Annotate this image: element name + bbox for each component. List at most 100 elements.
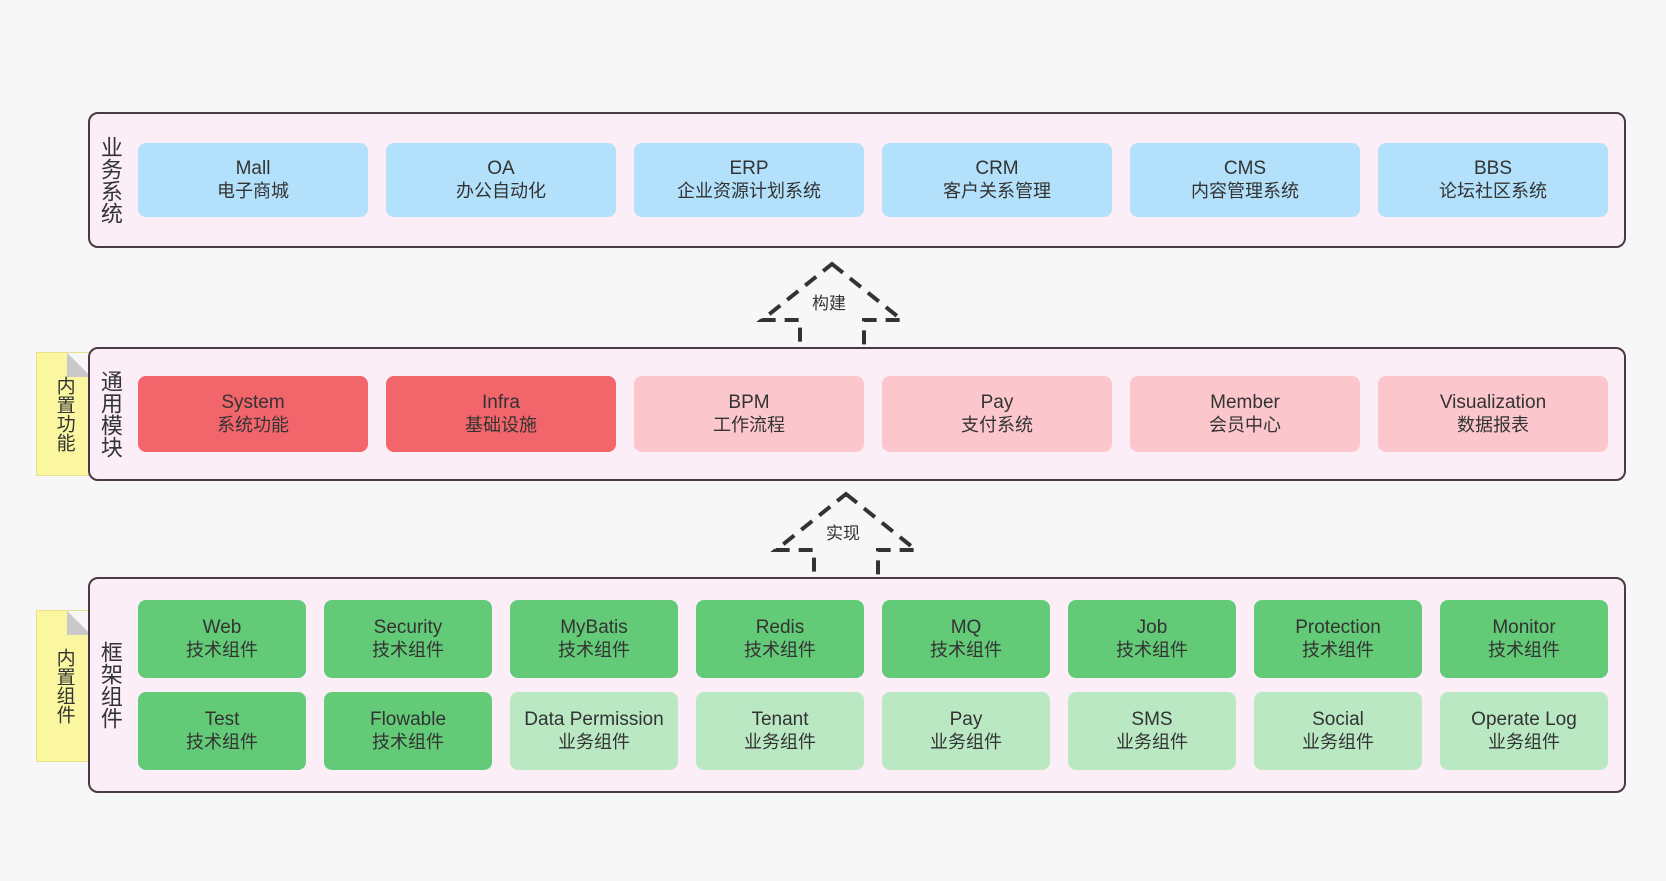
sticky-note-builtin-components-text: 内置组件 bbox=[53, 648, 75, 724]
card-monitor-subtitle: 技术组件 bbox=[1488, 639, 1560, 660]
card-pay-component-subtitle: 业务组件 bbox=[930, 731, 1002, 752]
card-web[interactable]: Web 技术组件 bbox=[138, 600, 306, 678]
card-cms[interactable]: CMS 内容管理系统 bbox=[1130, 143, 1360, 217]
card-data-permission-title: Data Permission bbox=[524, 709, 664, 731]
card-operate-log-subtitle: 业务组件 bbox=[1488, 731, 1560, 752]
sticky-note-builtin-features: 内置功能 bbox=[36, 352, 92, 476]
card-tenant-title: Tenant bbox=[751, 709, 809, 731]
card-visualization-title: Visualization bbox=[1439, 392, 1547, 414]
layer-business-body: Mall 电子商城 OA 办公自动化 ERP 企业资源计划系统 CRM 客户关系… bbox=[130, 114, 1624, 246]
card-crm-title: CRM bbox=[975, 158, 1019, 180]
card-redis[interactable]: Redis 技术组件 bbox=[696, 600, 864, 678]
layer-business-side-label: 业务系统 bbox=[97, 136, 123, 224]
card-mq-title: MQ bbox=[950, 617, 982, 639]
card-data-permission-subtitle: 业务组件 bbox=[558, 731, 630, 752]
sticky-note-builtin-components: 内置组件 bbox=[36, 610, 92, 762]
card-pay-component-title: Pay bbox=[949, 709, 983, 731]
card-bbs-subtitle: 论坛社区系统 bbox=[1439, 180, 1547, 201]
card-operate-log[interactable]: Operate Log 业务组件 bbox=[1440, 692, 1608, 770]
card-job-title: Job bbox=[1136, 617, 1168, 639]
card-monitor-title: Monitor bbox=[1492, 617, 1556, 639]
framework-card-row-1: Web 技术组件 Security 技术组件 MyBatis 技术组件 Redi… bbox=[138, 600, 1608, 678]
layer-framework-component: 框架组件 Web 技术组件 Security 技术组件 MyBatis 技术组件… bbox=[88, 577, 1626, 793]
card-mall-subtitle: 电子商城 bbox=[217, 180, 289, 201]
card-flowable[interactable]: Flowable 技术组件 bbox=[324, 692, 492, 770]
card-web-title: Web bbox=[202, 617, 242, 639]
realize-arrow-label: 实现 bbox=[826, 524, 860, 543]
card-tenant-subtitle: 业务组件 bbox=[744, 731, 816, 752]
card-pay-component[interactable]: Pay 业务组件 bbox=[882, 692, 1050, 770]
card-mq-subtitle: 技术组件 bbox=[930, 639, 1002, 660]
card-social[interactable]: Social 业务组件 bbox=[1254, 692, 1422, 770]
card-web-subtitle: 技术组件 bbox=[186, 639, 258, 660]
card-redis-title: Redis bbox=[755, 617, 805, 639]
card-member[interactable]: Member 会员中心 bbox=[1130, 376, 1360, 452]
card-visualization[interactable]: Visualization 数据报表 bbox=[1378, 376, 1608, 452]
card-mall[interactable]: Mall 电子商城 bbox=[138, 143, 368, 217]
card-test[interactable]: Test 技术组件 bbox=[138, 692, 306, 770]
card-sms-subtitle: 业务组件 bbox=[1116, 731, 1188, 752]
card-sms-title: SMS bbox=[1131, 709, 1173, 731]
card-erp-title: ERP bbox=[729, 158, 769, 180]
layer-common-body: System 系统功能 Infra 基础设施 BPM 工作流程 Pay 支付系统… bbox=[130, 349, 1624, 479]
sticky-note-builtin-features-text: 内置功能 bbox=[53, 376, 75, 452]
card-data-permission[interactable]: Data Permission 业务组件 bbox=[510, 692, 678, 770]
layer-framework-body: Web 技术组件 Security 技术组件 MyBatis 技术组件 Redi… bbox=[130, 579, 1624, 791]
card-bbs-title: BBS bbox=[1473, 158, 1513, 180]
card-member-subtitle: 会员中心 bbox=[1209, 414, 1281, 435]
layer-framework-side-label: 框架组件 bbox=[97, 641, 123, 729]
framework-card-row-2: Test 技术组件 Flowable 技术组件 Data Permission … bbox=[138, 692, 1608, 770]
card-infra[interactable]: Infra 基础设施 bbox=[386, 376, 616, 452]
card-crm[interactable]: CRM 客户关系管理 bbox=[882, 143, 1112, 217]
card-system-subtitle: 系统功能 bbox=[217, 414, 289, 435]
card-bpm-title: BPM bbox=[728, 392, 770, 414]
card-cms-title: CMS bbox=[1223, 158, 1267, 180]
card-bbs[interactable]: BBS 论坛社区系统 bbox=[1378, 143, 1608, 217]
card-mybatis-title: MyBatis bbox=[560, 617, 628, 639]
card-mybatis[interactable]: MyBatis 技术组件 bbox=[510, 600, 678, 678]
card-protection[interactable]: Protection 技术组件 bbox=[1254, 600, 1422, 678]
card-cms-subtitle: 内容管理系统 bbox=[1191, 180, 1299, 201]
card-test-subtitle: 技术组件 bbox=[186, 731, 258, 752]
card-job-subtitle: 技术组件 bbox=[1116, 639, 1188, 660]
card-test-title: Test bbox=[204, 709, 240, 731]
card-mq[interactable]: MQ 技术组件 bbox=[882, 600, 1050, 678]
card-infra-subtitle: 基础设施 bbox=[465, 414, 537, 435]
card-social-title: Social bbox=[1312, 709, 1364, 731]
card-pay-module[interactable]: Pay 支付系统 bbox=[882, 376, 1112, 452]
card-infra-title: Infra bbox=[481, 392, 521, 414]
card-oa-title: OA bbox=[487, 158, 515, 180]
card-crm-subtitle: 客户关系管理 bbox=[943, 180, 1051, 201]
card-job[interactable]: Job 技术组件 bbox=[1068, 600, 1236, 678]
card-flowable-subtitle: 技术组件 bbox=[372, 731, 444, 752]
common-card-row: System 系统功能 Infra 基础设施 BPM 工作流程 Pay 支付系统… bbox=[138, 376, 1608, 452]
card-mall-title: Mall bbox=[235, 158, 271, 180]
card-tenant[interactable]: Tenant 业务组件 bbox=[696, 692, 864, 770]
card-visualization-subtitle: 数据报表 bbox=[1457, 414, 1529, 435]
build-arrow-label: 构建 bbox=[812, 294, 846, 313]
card-mybatis-subtitle: 技术组件 bbox=[558, 639, 630, 660]
business-card-row: Mall 电子商城 OA 办公自动化 ERP 企业资源计划系统 CRM 客户关系… bbox=[138, 143, 1608, 217]
card-erp-subtitle: 企业资源计划系统 bbox=[677, 180, 821, 201]
card-redis-subtitle: 技术组件 bbox=[744, 639, 816, 660]
card-security-title: Security bbox=[373, 617, 443, 639]
card-security[interactable]: Security 技术组件 bbox=[324, 600, 492, 678]
card-protection-title: Protection bbox=[1295, 617, 1381, 639]
card-system-title: System bbox=[221, 392, 285, 414]
card-social-subtitle: 业务组件 bbox=[1302, 731, 1374, 752]
layer-common-side-label: 通用模块 bbox=[97, 370, 123, 458]
card-bpm-subtitle: 工作流程 bbox=[713, 414, 785, 435]
card-sms[interactable]: SMS 业务组件 bbox=[1068, 692, 1236, 770]
card-erp[interactable]: ERP 企业资源计划系统 bbox=[634, 143, 864, 217]
card-operate-log-title: Operate Log bbox=[1471, 709, 1577, 731]
layer-common-module: 通用模块 System 系统功能 Infra 基础设施 BPM 工作流程 Pay… bbox=[88, 347, 1626, 481]
card-bpm[interactable]: BPM 工作流程 bbox=[634, 376, 864, 452]
card-protection-subtitle: 技术组件 bbox=[1302, 639, 1374, 660]
card-member-title: Member bbox=[1210, 392, 1280, 414]
layer-business-system: 业务系统 Mall 电子商城 OA 办公自动化 ERP 企业资源计划系统 CRM… bbox=[88, 112, 1626, 248]
card-pay-module-title: Pay bbox=[980, 392, 1014, 414]
card-system[interactable]: System 系统功能 bbox=[138, 376, 368, 452]
card-oa[interactable]: OA 办公自动化 bbox=[386, 143, 616, 217]
card-monitor[interactable]: Monitor 技术组件 bbox=[1440, 600, 1608, 678]
